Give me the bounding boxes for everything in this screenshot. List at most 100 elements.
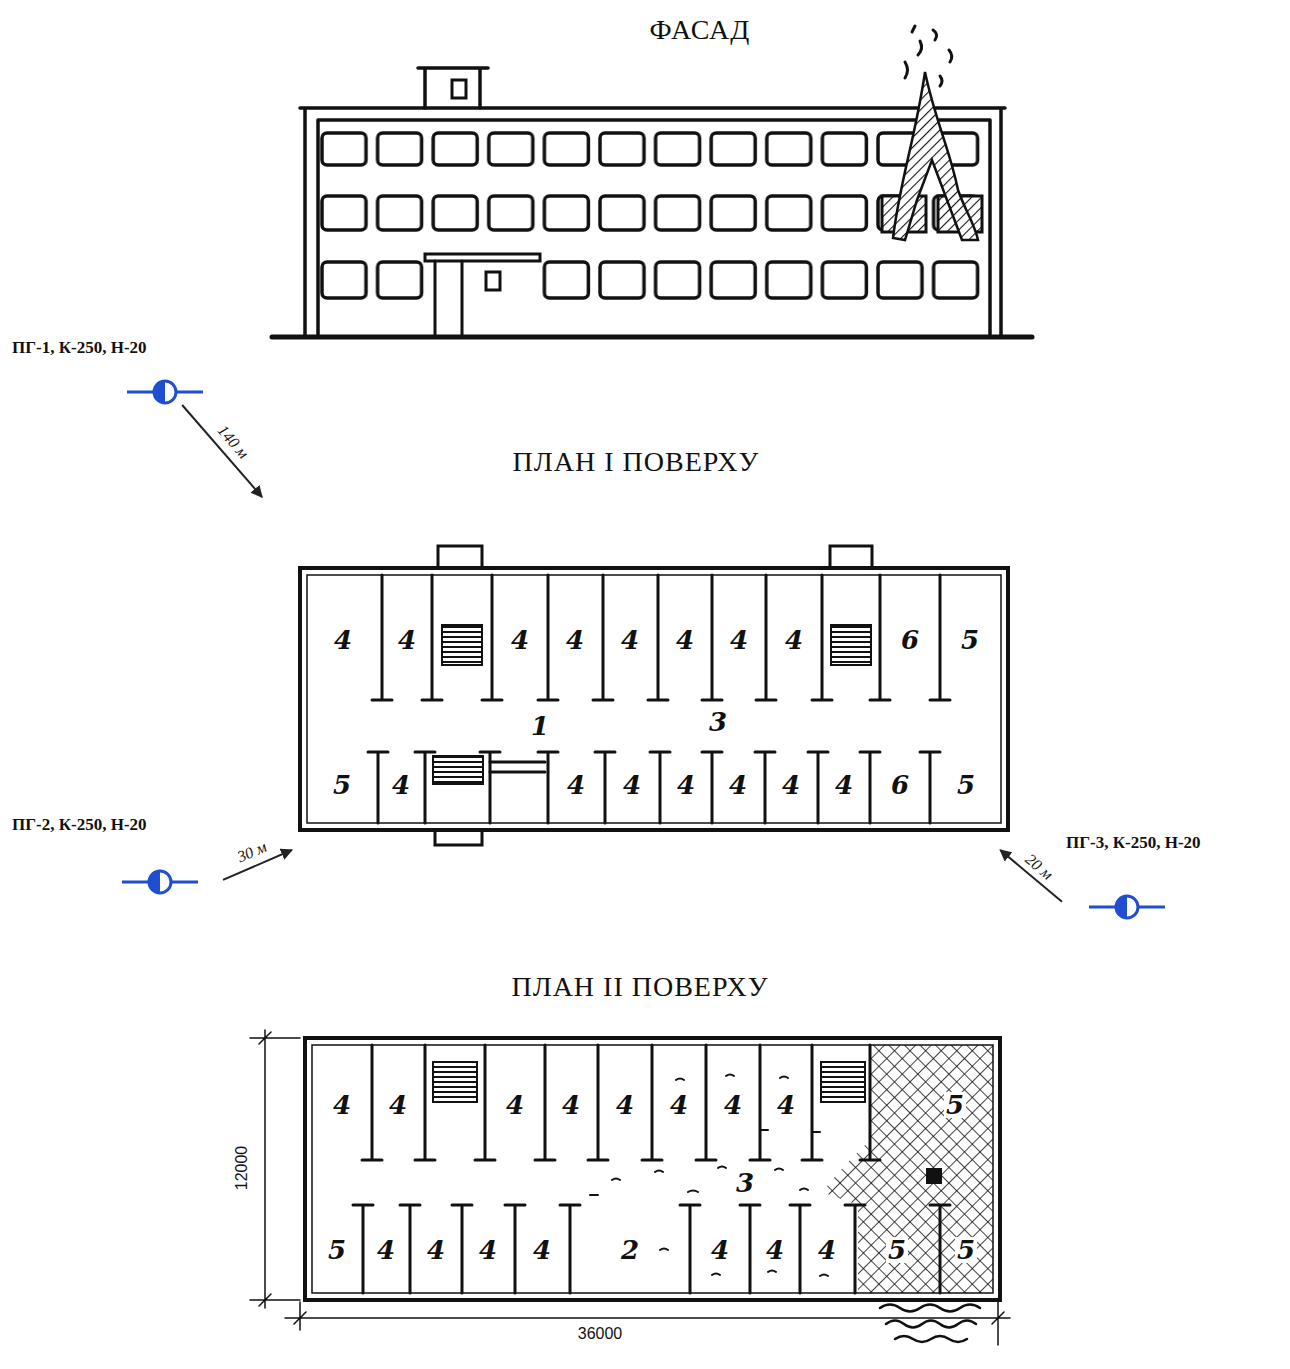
room-number: 4: [531, 1237, 553, 1263]
hydrant-text: ПГ-2, К-250, Н-20: [8, 812, 151, 838]
room-number: 5: [886, 1237, 908, 1263]
distance-label: 140 м: [213, 421, 253, 463]
dimension: 12000: [234, 1144, 250, 1193]
stair-porch: [435, 546, 872, 845]
room-number: 4: [764, 1237, 786, 1263]
hydrant-symbol: [127, 381, 203, 403]
hydrant-symbol: [1089, 896, 1165, 918]
view-title-text: ФАСАД: [650, 8, 751, 46]
facade: [272, 26, 1032, 337]
distance-label: 20 м: [1021, 850, 1057, 884]
stairs: [821, 1062, 865, 1102]
room-number: 6: [889, 772, 911, 798]
room-number: 4: [332, 627, 354, 653]
room-number: 4: [504, 1092, 526, 1118]
stairs: [831, 625, 871, 665]
floor-plan-1: [300, 546, 1008, 845]
dimension-line: [285, 1302, 1010, 1345]
room-number: 5: [944, 1092, 966, 1118]
room-number: 4: [709, 1237, 731, 1263]
entrance-ground: [428, 250, 540, 310]
hydrant-text: ПГ-3, К-250, Н-20: [1062, 830, 1205, 856]
flame: [893, 72, 978, 240]
room-number: 5: [955, 772, 977, 798]
room-number: 4: [387, 1092, 409, 1118]
hydrant-label: ПГ-1, К-250, Н-20: [8, 335, 223, 405]
hydrant-label: ПГ-3, К-250, Н-20: [1062, 830, 1282, 922]
room-number: 4: [783, 627, 805, 653]
hydrant-fill: [149, 871, 160, 893]
connectors: [182, 405, 1062, 902]
entrance-door: [435, 261, 462, 335]
room-number: 2: [619, 1237, 641, 1263]
roof-exit-window: [452, 80, 466, 98]
room-number: 4: [331, 1092, 353, 1118]
room-number: 4: [621, 772, 643, 798]
room-number: 4: [668, 1092, 690, 1118]
hydrant-text: ПГ-1, К-250, Н-20: [8, 335, 151, 361]
inner-wall: [307, 575, 1001, 823]
room-number: 4: [396, 627, 418, 653]
inner-wall: [312, 1045, 993, 1293]
stair-flight: [490, 762, 545, 772]
stairs: [433, 1062, 477, 1102]
fire-zone: [822, 1045, 993, 1293]
room-number: 4: [816, 1237, 838, 1263]
room-number: 4: [565, 772, 587, 798]
view-title-text: ПЛАН ІІ ПОВЕРХУ: [511, 965, 768, 1003]
hydrant-fill: [154, 381, 165, 403]
dimension-line: [250, 1030, 300, 1308]
flames-outside: [880, 1305, 980, 1343]
hydrant-circle: [149, 871, 171, 893]
room-number: 4: [619, 627, 641, 653]
room-number: 4: [727, 772, 749, 798]
room-number: 5: [326, 1237, 348, 1263]
room-number: 4: [390, 772, 412, 798]
room-number: 4: [560, 1092, 582, 1118]
room-walls: [372, 575, 950, 700]
room-number: 4: [477, 1237, 499, 1263]
view-title-text: ПЛАН І ПОВЕРХУ: [513, 440, 760, 478]
room-number: 6: [899, 627, 921, 653]
room-number: 3: [707, 709, 729, 735]
hydrant-fill: [1116, 896, 1127, 918]
stairs: [442, 625, 482, 665]
room-number: 4: [728, 627, 750, 653]
room-number: 3: [734, 1170, 756, 1196]
fire-seat: [926, 1168, 942, 1184]
smoke-marks: [590, 1075, 828, 1277]
room-walls: [362, 1045, 880, 1160]
ground-line: [272, 335, 1032, 340]
supply-line-arrow: [182, 405, 262, 497]
roof-exit: [418, 68, 488, 108]
outer-wall: [300, 568, 1008, 830]
hydrant-circle: [1116, 896, 1138, 918]
entrance-canopy: [425, 254, 540, 261]
smoke: [905, 26, 952, 86]
view-title: ПЛАН ІІ ПОВЕРХУ: [270, 965, 1010, 1345]
view-title: ФАСАД: [590, 8, 810, 58]
room-number: 4: [614, 1092, 636, 1118]
room-number: 4: [780, 772, 802, 798]
room-number: 4: [674, 627, 696, 653]
room-number: 4: [675, 772, 697, 798]
room-number: 4: [564, 627, 586, 653]
hydrant-symbol: [122, 871, 198, 893]
hydrant-circle: [154, 381, 176, 403]
room-number: 4: [375, 1237, 397, 1263]
room-number: 4: [425, 1237, 447, 1263]
room-number: 4: [509, 627, 531, 653]
supply-line-arrow: [1000, 850, 1062, 902]
room-number: 5: [331, 772, 353, 798]
room-number: 4: [775, 1092, 797, 1118]
floor-plan-2: [250, 1030, 1010, 1345]
room-number: 5: [955, 1237, 977, 1263]
outer-wall: [305, 1038, 1000, 1300]
room-number: 4: [722, 1092, 744, 1118]
dimension: 36000: [576, 1326, 625, 1342]
stairs: [433, 756, 483, 784]
room-number: 5: [959, 627, 981, 653]
room-number: 4: [833, 772, 855, 798]
